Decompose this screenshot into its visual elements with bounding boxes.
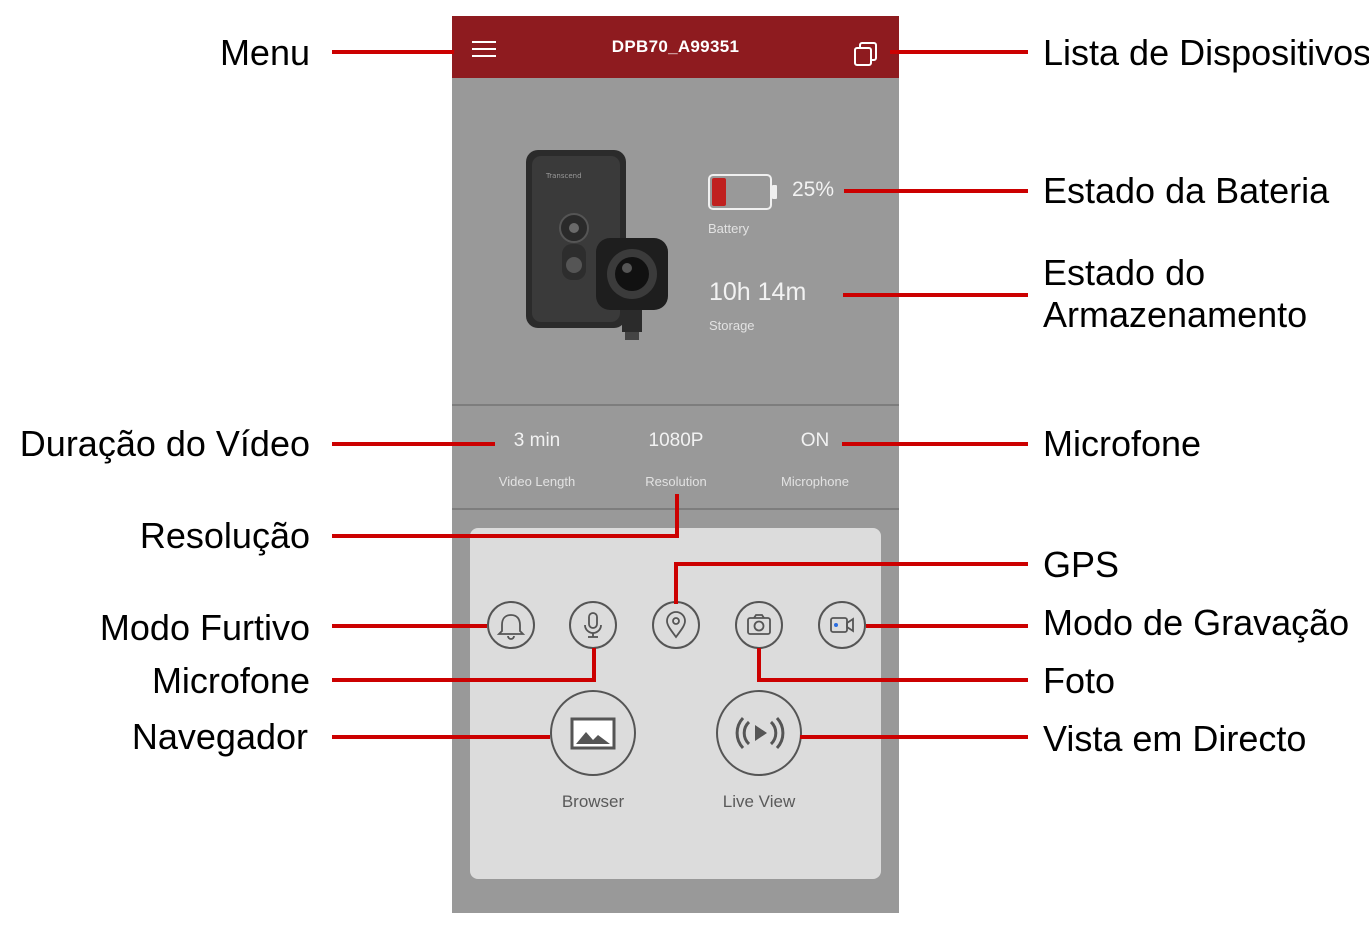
top-bar: DPB70_A99351	[452, 16, 899, 78]
device-brand: Transcend	[545, 172, 582, 180]
annotation-line	[800, 735, 1028, 739]
annotation-line	[332, 442, 495, 446]
divider	[452, 404, 899, 406]
image-gallery-icon	[570, 717, 616, 750]
browser-button[interactable]	[550, 690, 636, 776]
annotation-line	[757, 678, 1028, 682]
annotation-line	[842, 442, 1028, 446]
annotation-line	[332, 735, 550, 739]
annotation-line	[866, 624, 1028, 628]
gps-button[interactable]	[652, 601, 700, 649]
annotation-line	[332, 678, 596, 682]
annotation-resolution: Resolução	[139, 515, 310, 556]
device-name: DPB70_A99351	[611, 37, 740, 56]
annotation-recording-mode: Modo de Gravação	[1043, 602, 1350, 643]
annotation-line	[332, 50, 454, 54]
video-record-icon	[830, 617, 854, 633]
photo-button[interactable]	[735, 601, 783, 649]
stealth-mode-button[interactable]	[487, 601, 535, 649]
annotation-line	[890, 50, 1028, 54]
live-broadcast-icon	[735, 716, 785, 750]
resolution-label: Resolution	[645, 474, 707, 489]
bell-icon	[496, 614, 526, 640]
recording-mode-button[interactable]	[818, 601, 866, 649]
annotation-microphone-status: Microfone	[1043, 423, 1202, 464]
microphone-label: Microphone	[781, 474, 849, 489]
video-length-value: 3 min	[513, 430, 561, 451]
gps-pin-icon	[666, 611, 686, 639]
battery-percentage: 25%	[792, 178, 835, 201]
annotation-video-length: Duração do Vídeo	[19, 423, 310, 464]
annotation-line	[843, 293, 1028, 297]
device-list-icon[interactable]	[852, 40, 880, 68]
video-length-label: Video Length	[498, 474, 576, 489]
annotation-live-view: Vista em Directo	[1043, 718, 1307, 759]
annotation-line	[675, 494, 679, 538]
camera-icon	[747, 614, 771, 635]
annotation-device-list: Lista de Dispositivos	[1043, 32, 1369, 73]
live-view-label: Live View	[722, 792, 796, 811]
annotation-line	[757, 648, 761, 682]
storage-label: Storage	[709, 318, 755, 333]
live-view-button[interactable]	[716, 690, 802, 776]
menu-icon[interactable]	[472, 41, 498, 57]
camera-device-image: Transcend	[524, 148, 674, 343]
annotation-line	[332, 624, 487, 628]
microphone-icon	[584, 612, 602, 638]
battery-label: Battery	[708, 221, 750, 236]
microphone-value: ON	[800, 430, 830, 451]
annotation-line	[592, 648, 596, 682]
annotation-line	[332, 534, 678, 538]
battery-icon	[708, 174, 778, 210]
annotation-menu: Menu	[219, 32, 310, 73]
annotation-photo: Foto	[1043, 660, 1116, 701]
annotation-line	[844, 189, 1028, 193]
annotation-microphone-toggle: Microfone	[151, 660, 310, 701]
resolution-value: 1080P	[648, 430, 704, 451]
microphone-toggle-button[interactable]	[569, 601, 617, 649]
annotation-stealth-mode: Modo Furtivo	[99, 607, 310, 648]
annotation-storage-status-line1: Estado do	[1043, 252, 1206, 293]
browser-label: Browser	[561, 792, 625, 811]
app-screen: DPB70_A99351 Transcend	[452, 16, 899, 913]
annotation-gps: GPS	[1043, 544, 1120, 585]
annotation-line	[674, 562, 678, 604]
storage-value: 10h 14m	[709, 278, 807, 306]
annotation-battery-status: Estado da Bateria	[1043, 170, 1330, 211]
annotation-storage-status-line2: Armazenamento	[1043, 294, 1308, 335]
annotation-browser: Navegador	[131, 716, 308, 757]
annotation-line	[674, 562, 1028, 566]
